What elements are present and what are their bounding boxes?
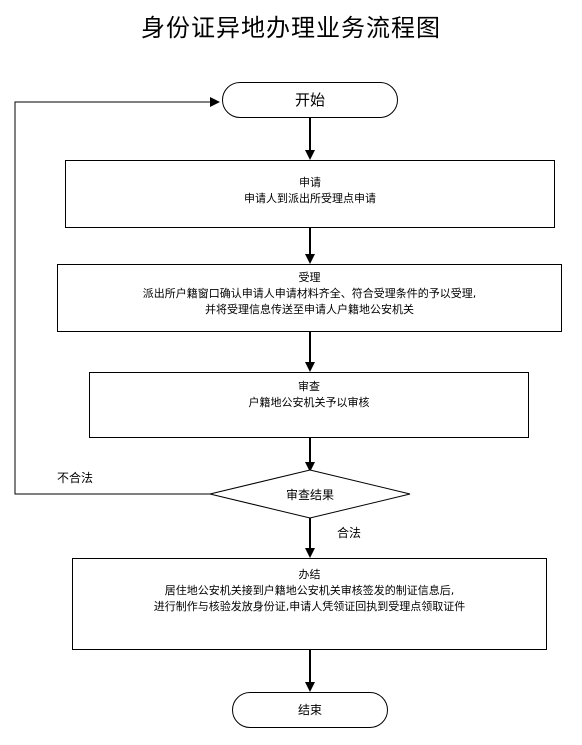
start-label: 开始 [294,91,325,109]
accept-box: 受理 派出所户籍窗口确认申请人申请材料齐全、符合受理条件的予以受理, 并将受理信… [57,264,562,332]
apply-title: 申请 [299,176,321,189]
page-title: 身份证异地办理业务流程图 [141,14,441,42]
end-label: 结束 [297,703,322,717]
fail-label: 不合法 [57,471,94,485]
apply-box: 申请 申请人到派出所受理点申请 [65,160,555,228]
decision-diamond [209,469,411,519]
review-text: 户籍地公安机关予以审核 [248,396,370,409]
review-title: 审查 [298,380,320,393]
complete-line-2: 进行制作与核验发放身份证,申请人凭领证回执到受理点领取证件 [153,600,466,613]
decision-label: 审查结果 [285,488,334,502]
accept-title: 受理 [298,271,321,284]
accept-line-2: 并将受理信息传送至申请人户籍地公安机关 [205,303,414,316]
accept-line-1: 派出所户籍窗口确认申请人申请材料齐全、符合受理条件的予以受理, [142,287,477,300]
complete-line-1: 居住地公安机关接到户籍地公安机关审核签发的制证信息后, [164,584,455,597]
pass-label: 合法 [337,526,362,540]
end-terminal: 结束 [232,692,388,728]
complete-box: 办结 居住地公安机关接到户籍地公安机关审核签发的制证信息后, 进行制作与核验发放… [72,558,547,650]
loop-back-line [14,97,220,495]
complete-title: 办结 [298,568,321,581]
review-box: 审查 户籍地公安机关予以审核 [89,372,529,438]
start-terminal: 开始 [222,82,398,118]
apply-text: 申请人到派出所受理点申请 [244,192,376,205]
